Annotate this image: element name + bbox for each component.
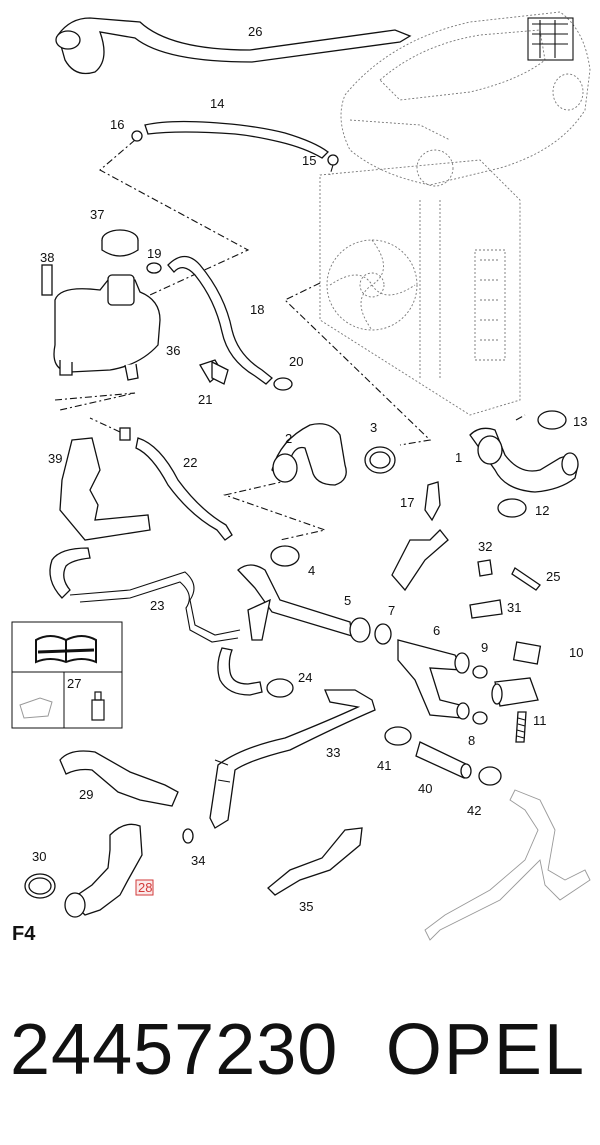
callout-35: 35 bbox=[299, 899, 313, 914]
hose-14 bbox=[131, 120, 339, 166]
callout-17: 17 bbox=[400, 495, 414, 510]
callout-15: 15 bbox=[302, 153, 316, 168]
clamp-3 bbox=[364, 446, 396, 474]
callout-3: 3 bbox=[370, 420, 377, 435]
callout-26: 27 bbox=[67, 676, 81, 691]
parts-diagram: 26 14 16 15 37 38 19 18 36 20 21 13 2 3 … bbox=[11, 11, 591, 945]
bottle-icon bbox=[91, 691, 105, 721]
callout-20: 20 bbox=[289, 354, 303, 369]
callout-38: 38 bbox=[40, 250, 54, 265]
clamp-24 bbox=[266, 678, 294, 698]
expansion-tank-36 bbox=[41, 264, 161, 381]
callout-22: 22 bbox=[183, 455, 197, 470]
ghost-pipe bbox=[424, 789, 591, 941]
footer: 24457230 OPEL bbox=[0, 1000, 600, 1110]
car-outline bbox=[340, 11, 591, 187]
clamp-8 bbox=[472, 711, 488, 725]
callout-18: 18 bbox=[250, 302, 264, 317]
callout-2: 2 bbox=[285, 431, 292, 446]
bracket-39 bbox=[59, 437, 151, 541]
hose-35 bbox=[267, 827, 363, 896]
cap-37 bbox=[101, 229, 139, 257]
bolt-11 bbox=[515, 711, 527, 743]
callout-7: 7 bbox=[388, 603, 395, 618]
pipe-5 bbox=[237, 564, 371, 643]
bolt-25 bbox=[511, 567, 541, 591]
hose-40 bbox=[415, 741, 472, 779]
clamp-20 bbox=[273, 377, 293, 391]
callout-33: 33 bbox=[326, 745, 340, 760]
callout-36: 36 bbox=[166, 343, 180, 358]
sensor-17 bbox=[391, 481, 449, 592]
hose-28 bbox=[64, 823, 143, 918]
callout-31: 31 bbox=[507, 600, 521, 615]
callout-9: 9 bbox=[481, 640, 488, 655]
pipe-33 bbox=[209, 689, 376, 829]
clip-31 bbox=[469, 599, 503, 619]
clamp-7 bbox=[374, 623, 392, 645]
callout-39: 39 bbox=[48, 451, 62, 466]
callout-41: 41 bbox=[377, 758, 391, 773]
fitting-10 bbox=[491, 641, 542, 707]
callout-12: 12 bbox=[535, 503, 549, 518]
callout-14: 14 bbox=[210, 96, 224, 111]
callout-21: 21 bbox=[198, 392, 212, 407]
callout-32: 32 bbox=[478, 539, 492, 554]
clamp-30 bbox=[24, 873, 56, 899]
callout-28: 28 bbox=[138, 880, 152, 895]
hose-29 bbox=[59, 750, 179, 807]
hose-2 bbox=[271, 423, 347, 486]
callout-30: 30 bbox=[32, 849, 46, 864]
oil-can-icon bbox=[19, 697, 53, 719]
callout-37: 37 bbox=[90, 207, 104, 222]
callout-28-highlight bbox=[135, 879, 154, 896]
hose-27 bbox=[55, 17, 412, 75]
part-number: 24457230 bbox=[10, 1010, 339, 1090]
manual-icon bbox=[35, 635, 97, 664]
callout-19: 19 bbox=[147, 246, 161, 261]
callout-23: 23 bbox=[150, 598, 164, 613]
radiator-module bbox=[319, 159, 521, 416]
callout-5: 5 bbox=[344, 593, 351, 608]
callout-labels: 26 14 16 15 37 38 19 18 36 20 21 13 2 3 … bbox=[12, 24, 587, 945]
callout-34: 34 bbox=[191, 853, 205, 868]
hose-1 bbox=[469, 427, 579, 493]
leader-lines bbox=[54, 139, 526, 541]
brand-name: OPEL bbox=[385, 1010, 586, 1090]
clip-32 bbox=[477, 559, 493, 577]
oring-34 bbox=[182, 828, 194, 844]
callout-40: 40 bbox=[418, 781, 432, 796]
callout-16: 16 bbox=[110, 117, 124, 132]
section-label: F4 bbox=[12, 923, 36, 945]
callout-29: 29 bbox=[79, 787, 93, 802]
callout-10: 10 bbox=[569, 645, 583, 660]
callout-25: 25 bbox=[546, 569, 560, 584]
callout-13: 13 bbox=[573, 414, 587, 429]
pipe-23 bbox=[49, 547, 263, 696]
clamp-42 bbox=[478, 766, 502, 786]
callout-6: 6 bbox=[433, 623, 440, 638]
callout-4: 4 bbox=[308, 563, 315, 578]
callout-11: 11 bbox=[533, 713, 547, 728]
clips-21 bbox=[199, 359, 229, 385]
callout-27: 26 bbox=[248, 24, 262, 39]
callout-24: 24 bbox=[298, 670, 312, 685]
clamp-12 bbox=[497, 498, 527, 518]
clamp-13 bbox=[537, 410, 567, 430]
hose-22 bbox=[119, 427, 233, 541]
callout-8: 8 bbox=[468, 733, 475, 748]
callout-42: 42 bbox=[467, 803, 481, 818]
clamp-4 bbox=[270, 545, 300, 567]
hose-18 bbox=[146, 255, 273, 385]
callout-1: 1 bbox=[455, 450, 462, 465]
clamp-9 bbox=[472, 665, 488, 679]
clamp-41 bbox=[384, 726, 412, 746]
tee-6 bbox=[397, 639, 470, 720]
info-panel bbox=[11, 621, 123, 729]
